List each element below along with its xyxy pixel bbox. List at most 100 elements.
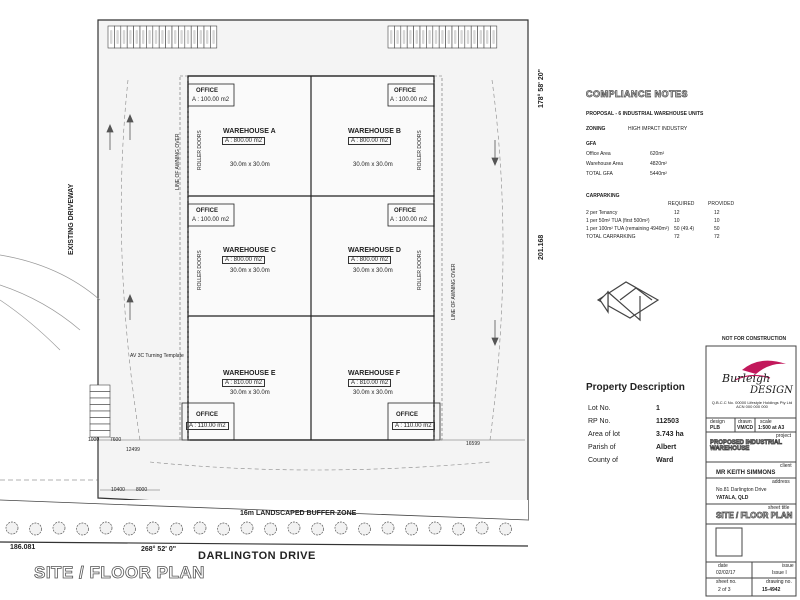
- buffer-top-line: [0, 499, 529, 521]
- property-parish-value: Albert: [656, 444, 677, 451]
- office-e-label: OFFICE: [196, 412, 218, 418]
- street-bearing: 268° 52' 0": [141, 546, 177, 553]
- carpark-row-4-prov: 72: [714, 234, 720, 240]
- gfa-total-label: TOTAL GFA: [586, 171, 613, 177]
- parked-car-icon: [473, 30, 476, 44]
- tree-icon: [287, 521, 301, 535]
- tree-icon: [52, 521, 66, 535]
- scale-value: 1:500 at A3: [758, 425, 785, 431]
- gfa-office-label: Office Area: [586, 151, 611, 157]
- office-a-label: OFFICE: [196, 88, 218, 94]
- street-distance: 186.081: [10, 544, 36, 551]
- tree-icon: [193, 521, 207, 535]
- date-label: date: [718, 563, 728, 569]
- office-b-label: OFFICE: [394, 88, 416, 94]
- parking-row-top-left: [107, 25, 218, 49]
- property-lot-value: 1: [656, 405, 660, 412]
- drawn-value: VM/CD: [737, 425, 754, 431]
- drawing-no-value: 15-4942: [762, 587, 781, 593]
- office-f-area: A : 110.00 m2: [392, 422, 435, 430]
- parking-bay: [89, 417, 111, 425]
- tree-icon: [76, 522, 89, 536]
- carpark-row-2-label: 1 per 50m² TUA (first 500m²): [586, 218, 650, 224]
- office-d-box: [387, 203, 435, 227]
- office-a-area: A : 100.00 m2: [192, 97, 230, 103]
- warehouse-b-name: WAREHOUSE B: [348, 128, 401, 135]
- east-bearing-label: 178° 58' 20": [538, 69, 545, 108]
- gfa-total-value: 5440m²: [650, 171, 667, 177]
- east-distance-label: 201.168: [538, 234, 545, 260]
- turning-path-bottom: [149, 461, 491, 471]
- tree-icon: [217, 522, 230, 536]
- parked-car-icon: [447, 30, 450, 44]
- parked-car-icon: [428, 30, 431, 44]
- design-value: PLB: [710, 425, 720, 431]
- carpark-row-1-label: 2 per Tenancy: [586, 210, 618, 216]
- roller-doors-label-4: ROLLER DOORS: [197, 130, 203, 170]
- dim-6: 1000: [88, 437, 100, 443]
- carpark-row-3-prov: 50: [714, 226, 720, 232]
- parked-car-icon: [212, 30, 215, 44]
- issue-value: Issue I: [772, 570, 787, 576]
- parking-bay: [89, 404, 111, 412]
- north-arrow-icon: [596, 281, 660, 322]
- title-block-frame: [705, 345, 797, 597]
- property-area-value: 3.743 ha: [656, 431, 684, 438]
- tree-icon: [240, 521, 254, 535]
- design-label: design: [710, 419, 725, 425]
- col-provided: PROVIDED: [708, 201, 735, 207]
- parked-car-icon: [116, 30, 119, 44]
- zoning-label: ZONING: [586, 126, 606, 132]
- client-value: MR KEITH SIMMONS: [716, 470, 776, 476]
- tree-icon: [475, 521, 489, 535]
- parked-car-icon: [466, 30, 470, 44]
- company-logo-icon: [742, 360, 786, 374]
- parked-car-icon: [434, 30, 438, 44]
- parked-car-icon: [122, 30, 126, 44]
- issue-label: issue: [782, 563, 794, 569]
- parked-car-icon: [199, 30, 202, 44]
- office-b-box: [387, 83, 435, 107]
- parking-bay: [89, 384, 111, 392]
- scale-label: scale: [760, 419, 772, 425]
- carpark-row-2-req: 10: [674, 218, 680, 224]
- parked-car-icon: [206, 30, 209, 44]
- tree-icon: [29, 522, 42, 536]
- parking-bay: [89, 410, 111, 418]
- warehouse-c-area: A : 800.00 m2: [222, 256, 266, 264]
- sheet-title-label: sheet title: [768, 505, 790, 511]
- tree-icon: [428, 521, 442, 535]
- office-a-box: [187, 83, 235, 107]
- parked-car-icon: [402, 30, 406, 44]
- not-for-construction: NOT FOR CONSTRUCTION: [722, 336, 787, 342]
- compliance-heading: COMPLIANCE NOTES: [586, 89, 689, 99]
- project-label: project: [776, 433, 792, 439]
- awning-label-right: LINE OF AWNING OVER: [451, 263, 457, 321]
- office-b-area: A : 100.00 m2: [390, 97, 428, 103]
- dim-4: 16599: [466, 441, 480, 447]
- property-county-value: Ward: [656, 457, 674, 464]
- carpark-row-2-prov: 10: [714, 218, 720, 224]
- traffic-arrows: [106, 113, 499, 347]
- sheet-no-value: 2 of 3: [718, 587, 731, 593]
- parked-car-icon: [129, 30, 132, 44]
- parked-car-icon: [396, 30, 399, 44]
- warehouse-a-name: WAREHOUSE A: [223, 128, 276, 135]
- gfa-office-value: 620m²: [650, 151, 665, 157]
- turning-path-left: [120, 79, 141, 441]
- warehouse-d-dims: 30.0m x 30.0m: [353, 268, 393, 274]
- road-frontage-line: [0, 541, 529, 547]
- drawing-no-label: drawing no.: [766, 579, 792, 585]
- client-label: client: [780, 463, 792, 469]
- tree-icon: [358, 522, 371, 536]
- parked-car-icon: [193, 30, 196, 44]
- carpark-row-3-req: 50 (49.4): [674, 226, 695, 232]
- dim-3: 12499: [126, 447, 140, 453]
- parked-car-icon: [110, 30, 113, 44]
- property-area-label: Area of lot: [588, 431, 620, 438]
- tree-icon: [334, 521, 348, 535]
- parked-car-icon: [454, 30, 457, 44]
- parked-car-icon: [409, 30, 412, 44]
- parking-row-bottom-left: [89, 384, 111, 438]
